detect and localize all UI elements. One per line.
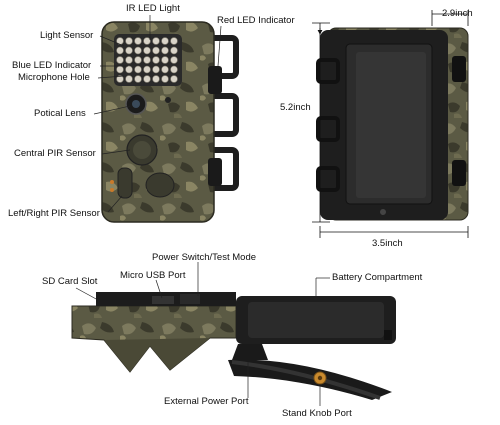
- ir-led: [134, 37, 142, 45]
- back-camera: [316, 27, 469, 221]
- ir-led: [134, 56, 142, 64]
- ir-led: [152, 75, 160, 83]
- ir-led: [134, 46, 142, 55]
- ir-led: [170, 65, 178, 74]
- ir-led: [134, 65, 142, 74]
- ir-led: [161, 37, 169, 45]
- ir-led: [152, 37, 160, 45]
- label-microphone-hole: Microphone Hole: [18, 72, 90, 83]
- dimension-height: 5.2inch: [280, 102, 311, 113]
- ir-led: [116, 46, 124, 55]
- label-ir-led-light: IR LED Light: [126, 3, 180, 14]
- ir-led: [134, 75, 142, 83]
- ir-led: [170, 46, 178, 55]
- ir-led: [152, 46, 160, 55]
- ir-led: [161, 56, 169, 64]
- front-camera: [101, 21, 239, 223]
- label-central-pir-sensor: Central PIR Sensor: [14, 148, 96, 159]
- label-stand-knob-port: Stand Knob Port: [282, 408, 352, 419]
- ir-led: [161, 46, 169, 55]
- label-power-switch: Power Switch/Test Mode: [152, 252, 257, 263]
- ir-led: [152, 56, 160, 64]
- label-red-led-indicator: Red LED Indicator: [217, 15, 295, 26]
- ir-led: [125, 75, 133, 83]
- dimension-width: 3.5inch: [372, 238, 403, 249]
- ir-led: [161, 75, 169, 83]
- ir-led: [170, 75, 178, 83]
- ir-led: [116, 65, 124, 74]
- bottom-camera: [71, 292, 396, 400]
- ir-led: [125, 37, 133, 45]
- ir-led: [170, 56, 178, 64]
- ir-led: [116, 56, 124, 64]
- ir-led: [143, 46, 151, 55]
- ir-led: [143, 37, 151, 45]
- label-left-right-pir-sensor: Left/Right PIR Sensor: [8, 208, 100, 219]
- dimension-lines: [312, 10, 469, 238]
- label-battery-compartment: Battery Compartment: [332, 272, 423, 283]
- ir-led: [116, 75, 124, 83]
- label-external-power-port: External Power Port: [164, 396, 249, 407]
- ir-led: [143, 75, 151, 83]
- label-light-sensor: Light Sensor: [40, 30, 94, 41]
- ir-led: [170, 37, 178, 45]
- ir-led: [143, 65, 151, 74]
- ir-led: [152, 65, 160, 74]
- label-micro-usb-port: Micro USB Port: [120, 270, 186, 281]
- ir-led: [125, 65, 133, 74]
- label-optical-lens: Potical Lens: [34, 108, 86, 119]
- ir-led: [125, 46, 133, 55]
- label-blue-led-indicator: Blue LED Indicator: [12, 60, 92, 71]
- pointer-lines: [75, 15, 330, 406]
- dimension-depth: 2.9inch: [442, 8, 473, 19]
- label-sd-card-slot: SD Card Slot: [42, 276, 98, 287]
- ir-led-array: [116, 37, 178, 83]
- ir-led: [125, 56, 133, 64]
- ir-led: [161, 65, 169, 74]
- ir-led: [143, 56, 151, 64]
